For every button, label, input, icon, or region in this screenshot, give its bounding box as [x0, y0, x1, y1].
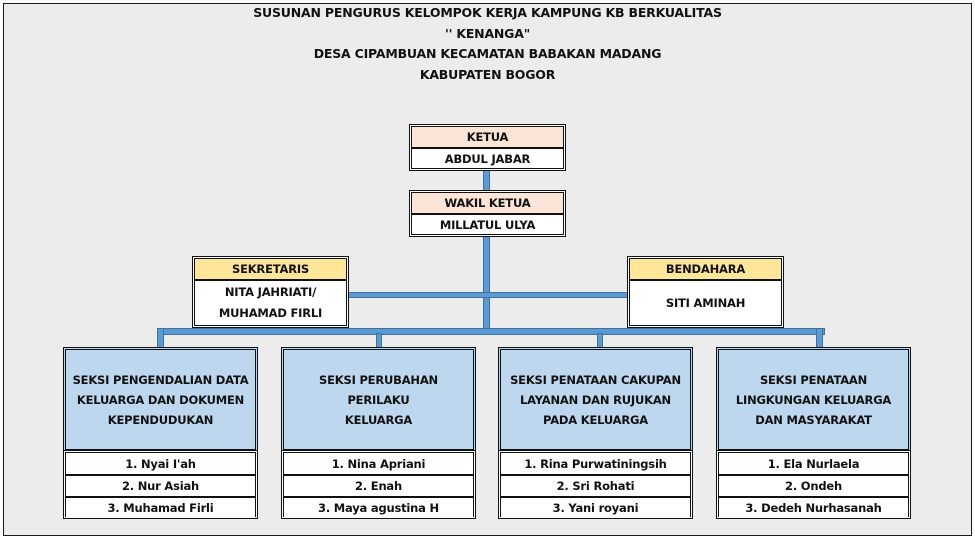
section-title: SEKSI PERUBAHAN PERILAKU KELUARGA	[284, 350, 473, 449]
section-header-box-3: SEKSI PENATAAN CAKUPAN LAYANAN DAN RUJUKA…	[498, 347, 693, 452]
section-member: 1. Ela Nurlaela	[719, 453, 908, 474]
title-line-1: SUSUNAN PENGURUS KELOMPOK KERJA KAMPUNG …	[253, 5, 722, 20]
section-header-box-2: SEKSI PERUBAHAN PERILAKU KELUARGA	[281, 347, 476, 452]
section-title-line: DAN MASYARAKAT	[755, 412, 872, 427]
section-title: SEKSI PENATAAN LINGKUNGAN KELUARGA DAN MAS…	[719, 350, 908, 449]
section-member: 2. Sri Rohati	[501, 474, 690, 496]
section-header-box-4: SEKSI PENATAAN LINGKUNGAN KELUARGA DAN MAS…	[716, 347, 911, 452]
title-line-4: KABUPATEN BOGOR	[419, 67, 556, 82]
section-title: SEKSI PENGENDALIAN DATA KELUARGA DAN DOKU…	[66, 350, 255, 449]
wakil-ketua-name: MILLATUL ULYA	[412, 213, 563, 234]
section-member: 1. Nyai I'ah	[66, 453, 255, 474]
bendahara-box: BENDAHARA SITI AMINAH	[627, 256, 784, 328]
section-title-line: SEKSI PENATAAN CAKUPAN	[510, 372, 681, 387]
section-member: 2. Ondeh	[719, 474, 908, 496]
connector-sekretaris-bendahara	[346, 292, 629, 298]
ketua-box: KETUA ABDUL JABAR	[409, 124, 566, 171]
section-member: 1. Rina Purwatiningsih	[501, 453, 690, 474]
ketua-name: ABDUL JABAR	[412, 147, 563, 168]
title-line-3: DESA CIPAMBUAN KECAMATAN BABAKAN MADANG	[313, 46, 662, 61]
section-member: 3. Maya agustina H	[284, 496, 473, 518]
section-title-line: SEKSI PERUBAHAN PERILAKU	[319, 372, 438, 407]
section-member: 3. Dedeh Nurhasanah	[719, 496, 908, 518]
connector-sections-bus	[157, 328, 825, 335]
section-title: SEKSI PENATAAN CAKUPAN LAYANAN DAN RUJUKA…	[501, 350, 690, 449]
bendahara-name: SITI AMINAH	[630, 279, 781, 325]
wakil-ketua-box: WAKIL KETUA MILLATUL ULYA	[409, 190, 566, 237]
section-title-line: KEPENDUDUKAN	[107, 412, 214, 427]
connector-section-4	[816, 328, 823, 349]
section-header-box-1: SEKSI PENGENDALIAN DATA KELUARGA DAN DOKU…	[63, 347, 258, 452]
bendahara-role: BENDAHARA	[630, 259, 781, 279]
sekretaris-name-line-2: MUHAMAD FIRLI	[218, 306, 323, 320]
section-title-line: SEKSI PENGENDALIAN DATA	[72, 372, 249, 387]
section-member: 1. Nina Apriani	[284, 453, 473, 474]
sekretaris-role: SEKRETARIS	[195, 259, 346, 279]
sekretaris-box: SEKRETARIS NITA JAHRIATI/ MUHAMAD FIRLI	[192, 256, 349, 328]
wakil-ketua-role: WAKIL KETUA	[412, 193, 563, 213]
section-member: 3. Muhamad Firli	[66, 496, 255, 518]
connector-ketua-wakil	[483, 168, 490, 192]
section-title-line: SEKSI PENATAAN	[759, 372, 868, 387]
section-title-line: KELUARGA	[344, 412, 413, 427]
section-title-line: KELUARGA DAN DOKUMEN	[76, 392, 245, 407]
sekretaris-name-line-1: NITA JAHRIATI/	[224, 285, 317, 299]
connector-section-1	[157, 328, 164, 349]
ketua-role: KETUA	[412, 127, 563, 147]
section-title-line: LINGKUNGAN KELUARGA	[735, 392, 892, 407]
section-title-line: PADA KELUARGA	[543, 412, 648, 427]
section-member: 2. Enah	[284, 474, 473, 496]
title-line-2: '' KENANGA"	[444, 26, 531, 41]
connector-wakil-trunk	[483, 234, 490, 334]
section-member: 3. Yani royani	[501, 496, 690, 518]
sekretaris-name: NITA JAHRIATI/ MUHAMAD FIRLI	[195, 279, 346, 325]
section-title-line: LAYANAN DAN RUJUKAN	[520, 392, 671, 407]
section-member: 2. Nur Asiah	[66, 474, 255, 496]
